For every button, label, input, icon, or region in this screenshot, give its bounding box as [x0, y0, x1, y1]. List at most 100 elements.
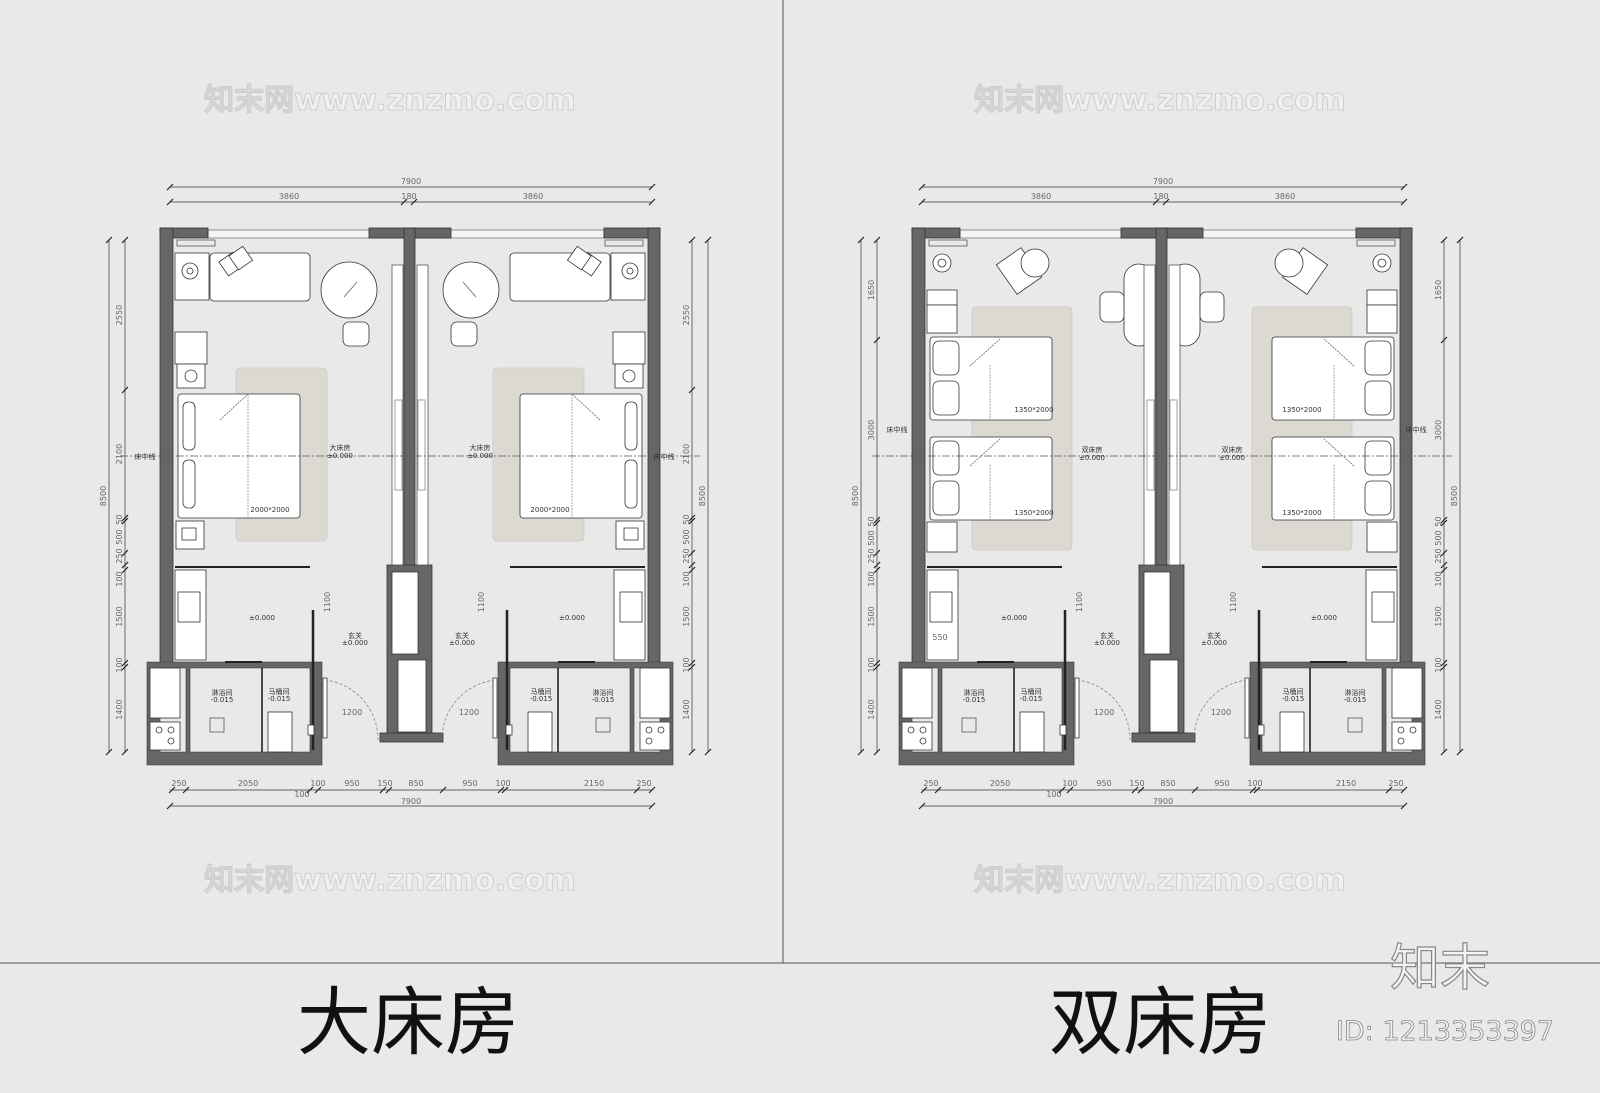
- laundry-cabinet: [639, 721, 671, 751]
- dimension-tick: [1400, 198, 1408, 206]
- dimension-tick: [873, 516, 881, 524]
- vanity-level-label: ±0.000: [249, 614, 275, 622]
- vanity-note-label: 550: [932, 633, 947, 642]
- dimension-tick: [934, 786, 942, 794]
- dimension-tick: [105, 236, 113, 244]
- dimension-label: 150: [377, 779, 392, 788]
- side-wall: [1399, 227, 1413, 664]
- foyer-depth-label: 1100: [1075, 592, 1084, 612]
- lamp-icon-inner: [937, 258, 947, 268]
- dimension-tick: [1137, 786, 1145, 794]
- watermark-text: 知末网www.znzmo.com: [974, 83, 1346, 118]
- dimension-tick: [400, 198, 408, 206]
- door-width-label: 1200: [1211, 708, 1231, 717]
- pillow: [1364, 440, 1392, 476]
- dimension-tick: [1440, 236, 1448, 244]
- walls: [159, 227, 661, 743]
- entry-door: [1244, 677, 1250, 739]
- pillow: [1364, 480, 1392, 516]
- armchair: [450, 321, 478, 347]
- lamp-icon-inner: [626, 267, 634, 275]
- foyer-level-label: ±0.000: [1201, 639, 1227, 647]
- panel-title: 大床房: [297, 980, 519, 1066]
- dimension-label: 2050: [990, 779, 1010, 788]
- dimension-tick: [121, 517, 129, 525]
- door-swing: [324, 679, 379, 741]
- dimension-tick: [379, 786, 387, 794]
- wet-level-label: -0.015: [530, 695, 553, 703]
- dimension-tick: [873, 519, 881, 527]
- centerline-label: 床中线: [887, 425, 908, 434]
- dimension-label: 150: [1129, 779, 1144, 788]
- dimension-tick: [121, 549, 129, 557]
- sliding-panel: [417, 399, 426, 491]
- safe-dial-icon: [184, 369, 198, 383]
- sink: [619, 591, 643, 623]
- room-right: [1168, 239, 1426, 766]
- duvet-fold: [1323, 438, 1355, 467]
- dimension-tick: [410, 198, 418, 206]
- dimension-tick: [1191, 786, 1199, 794]
- dimension-label: 500: [115, 529, 124, 544]
- dimension-tick: [121, 514, 129, 522]
- pillow: [932, 440, 960, 476]
- drain-icon: [595, 717, 611, 733]
- dimension-label: 250: [171, 779, 186, 788]
- dimension-label: 1500: [115, 606, 124, 626]
- desk-chair: [1199, 291, 1225, 323]
- dimension-label: 1500: [682, 606, 691, 626]
- level-label: ±0.000: [327, 452, 353, 460]
- dimension-tick: [633, 786, 641, 794]
- shower-niche: [639, 667, 671, 719]
- dimension-label: 250: [115, 548, 124, 563]
- dimension-tick: [1152, 198, 1160, 206]
- ottoman: [1020, 248, 1050, 278]
- dimension-label: 3860: [1031, 192, 1051, 201]
- vanity-level-label: ±0.000: [559, 614, 585, 622]
- dimension-label: 100: [310, 779, 325, 788]
- dimension-tick: [121, 386, 129, 394]
- lamp-icon-inner: [1377, 258, 1387, 268]
- twin-bed: [929, 436, 1053, 521]
- dimension-tick: [1440, 519, 1448, 527]
- dimension-label: 500: [867, 530, 876, 545]
- phone-icon: [623, 527, 639, 541]
- dimension-tick: [1400, 786, 1408, 794]
- dimension-label: 1500: [867, 606, 876, 626]
- centerline-label: 床中线: [1406, 425, 1427, 434]
- dimension-tick: [688, 386, 696, 394]
- dimension-label: 2100: [115, 444, 124, 464]
- dimension-tick: [1249, 786, 1257, 794]
- dimension-tick: [857, 748, 865, 756]
- pillow: [182, 459, 196, 509]
- door-swing: [1076, 679, 1131, 741]
- pillow: [1364, 380, 1392, 416]
- minibar-cabinet: [612, 331, 646, 365]
- minibar-cabinet: [174, 331, 208, 365]
- closet-shelf: [1149, 659, 1179, 733]
- valve-icon: [155, 726, 163, 734]
- dimension-tick: [873, 659, 881, 667]
- dimension-tick: [1385, 786, 1393, 794]
- wet-level-label: -0.015: [268, 695, 291, 703]
- pillow: [1364, 340, 1392, 376]
- foyer-label: 玄关: [455, 631, 469, 640]
- curtain-track: [1356, 239, 1396, 247]
- dimension-label: 3860: [1275, 192, 1295, 201]
- centerline-label: 床中线: [654, 452, 675, 461]
- dimension-tick: [1456, 748, 1464, 756]
- nightstand: [926, 521, 958, 553]
- dimension-label: 250: [1388, 779, 1403, 788]
- dimension-label: 100: [294, 790, 309, 799]
- bed-size-label: 2000*2000: [530, 506, 569, 514]
- curtain-track: [928, 239, 968, 247]
- dimension-label: 100: [1046, 790, 1061, 799]
- dimension-tick: [1440, 748, 1448, 756]
- duvet-fold: [1323, 338, 1355, 367]
- room-right: [416, 239, 674, 766]
- dimension-label: 3000: [867, 420, 876, 440]
- shower-niche: [901, 667, 933, 719]
